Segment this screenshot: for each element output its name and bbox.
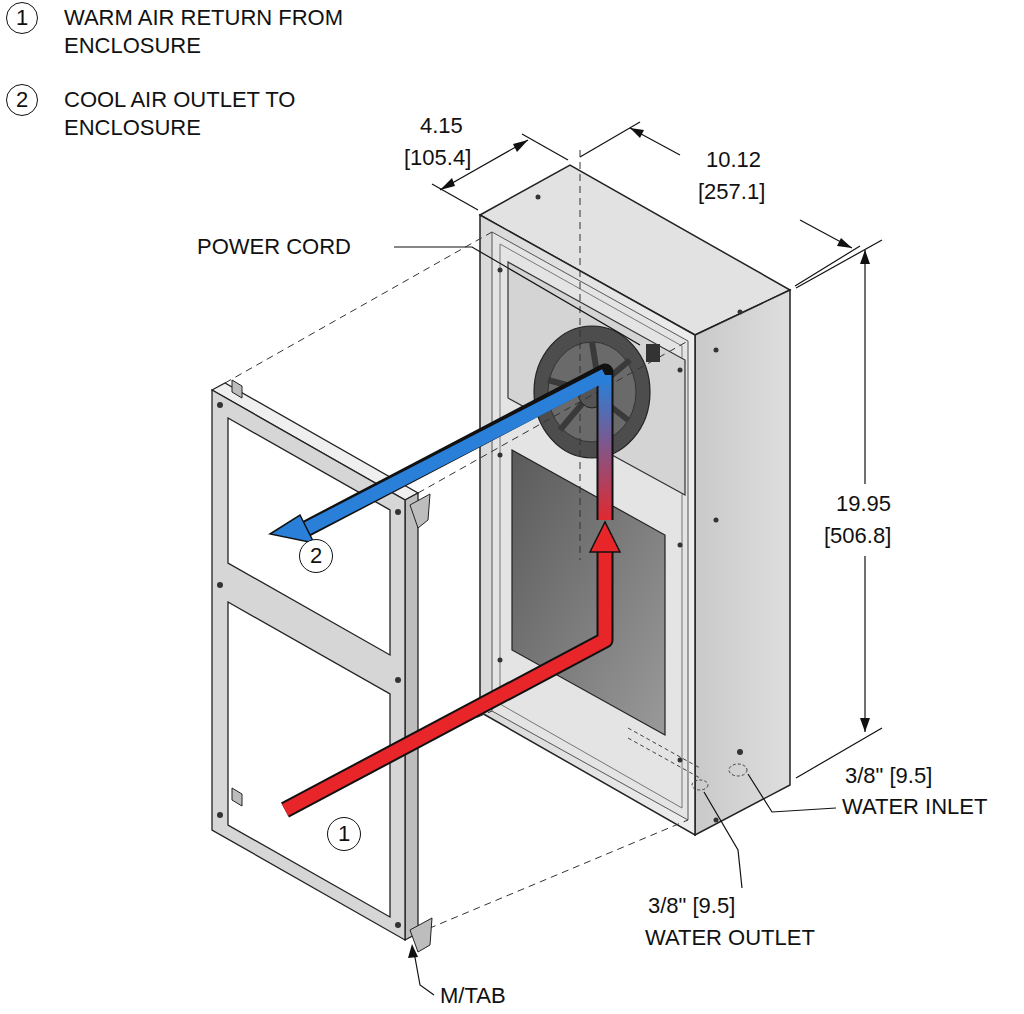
part-label: WATER INLET bbox=[842, 793, 987, 821]
callout-number: 2 bbox=[310, 545, 322, 567]
dimension-inch: 4.15 bbox=[420, 112, 463, 140]
dimension-mm: [257.1] bbox=[698, 178, 765, 206]
callout-number: 1 bbox=[16, 7, 28, 29]
callout-number: 1 bbox=[338, 823, 350, 845]
part-label: M/TAB bbox=[440, 982, 506, 1010]
dimension-mm: [105.4] bbox=[404, 144, 471, 172]
legend-text: WARM AIR RETURN FROM ENCLOSURE bbox=[64, 4, 424, 60]
fitting-size: 3/8" [9.5] bbox=[845, 762, 932, 790]
fitting-size: 3/8" [9.5] bbox=[648, 892, 735, 920]
part-label: POWER CORD bbox=[197, 233, 351, 261]
callout-circle: 1 bbox=[6, 2, 38, 34]
dimension-inch: 19.95 bbox=[836, 490, 891, 518]
part-label: WATER OUTLET bbox=[645, 924, 815, 952]
callout-circle: 2 bbox=[6, 84, 38, 116]
callout-circle: 2 bbox=[299, 539, 333, 573]
dimension-inch: 10.12 bbox=[706, 146, 761, 174]
callout-number: 2 bbox=[16, 89, 28, 111]
dimension-mm: [506.8] bbox=[824, 522, 891, 550]
callout-circle: 1 bbox=[327, 817, 361, 851]
legend-text: COOL AIR OUTLET TO ENCLOSURE bbox=[64, 86, 424, 142]
